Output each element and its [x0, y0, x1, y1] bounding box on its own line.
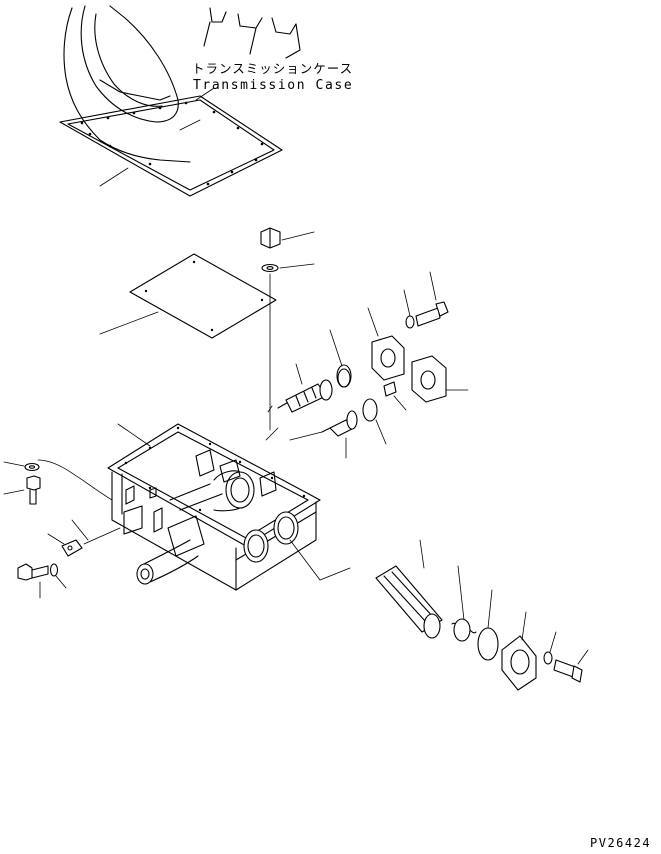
main-housing: [107, 423, 321, 591]
lower-filter-assembly: [289, 539, 589, 691]
suction-pipe: [136, 515, 205, 585]
transmission-case-label-jp: トランスミッションケース: [192, 61, 354, 76]
drawing-code: PV26424: [590, 836, 652, 850]
transmission-case-drawing: [59, 5, 301, 197]
top-bolt: [260, 227, 315, 431]
transmission-case-label-en: Transmission Case: [193, 78, 354, 93]
left-small-parts: [3, 459, 121, 599]
upper-valve-assembly: [265, 271, 469, 459]
cover-plate: [99, 253, 277, 339]
